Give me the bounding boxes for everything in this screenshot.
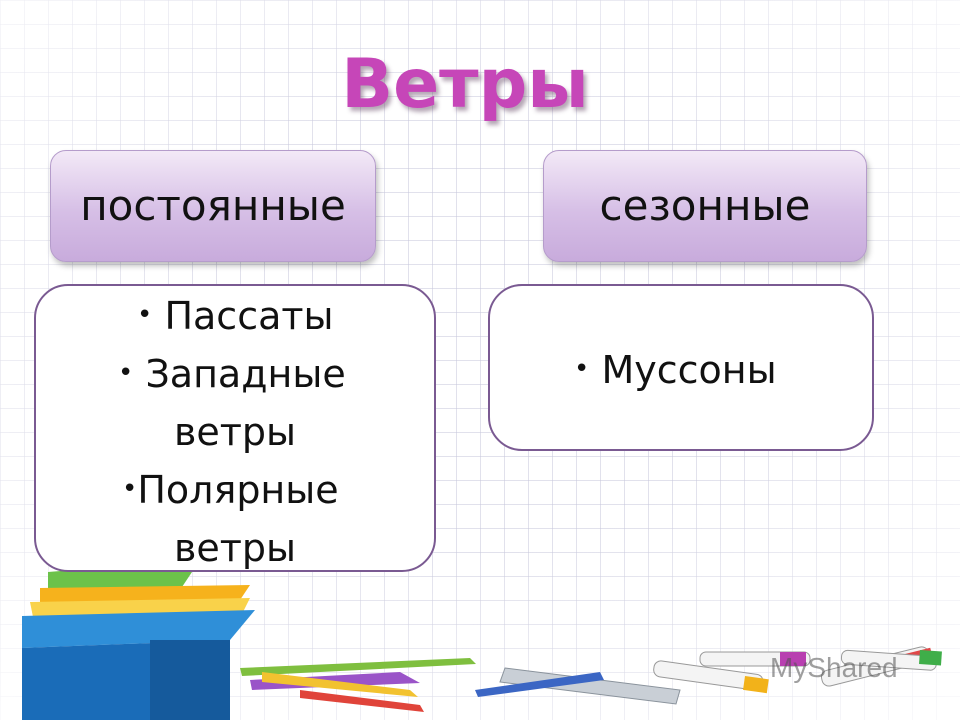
page-title: Ветры (341, 45, 589, 124)
seasonal-winds-list (488, 284, 874, 451)
list-item-text: Западные (145, 352, 346, 396)
ruler-icon (499, 667, 681, 705)
list-item: • Западные (118, 352, 346, 396)
bullet-icon: • (137, 299, 153, 330)
list-item-text: Муссоны (601, 348, 777, 392)
bullet-icon: • (122, 473, 138, 504)
list-item: •Полярные (122, 468, 339, 512)
category-seasonal: сезонные (543, 150, 867, 262)
list-item-continuation: ветры (174, 526, 297, 570)
list-item-continuation: ветры (174, 410, 297, 454)
pen-icon (475, 672, 604, 697)
list-item-text: Полярные (137, 468, 339, 512)
markers-icon (653, 646, 942, 694)
permanent-winds-list (34, 284, 436, 572)
watermark: MyShared (770, 652, 898, 683)
category-permanent: постоянные (50, 150, 376, 262)
bullet-icon: • (118, 357, 134, 388)
list-item: • Пассаты (137, 294, 334, 338)
books-icon (22, 560, 255, 720)
pencils-icon (240, 658, 476, 712)
list-item-text: Пассаты (164, 294, 334, 338)
list-item: • Муссоны (574, 348, 777, 392)
bullet-icon: • (574, 353, 590, 384)
